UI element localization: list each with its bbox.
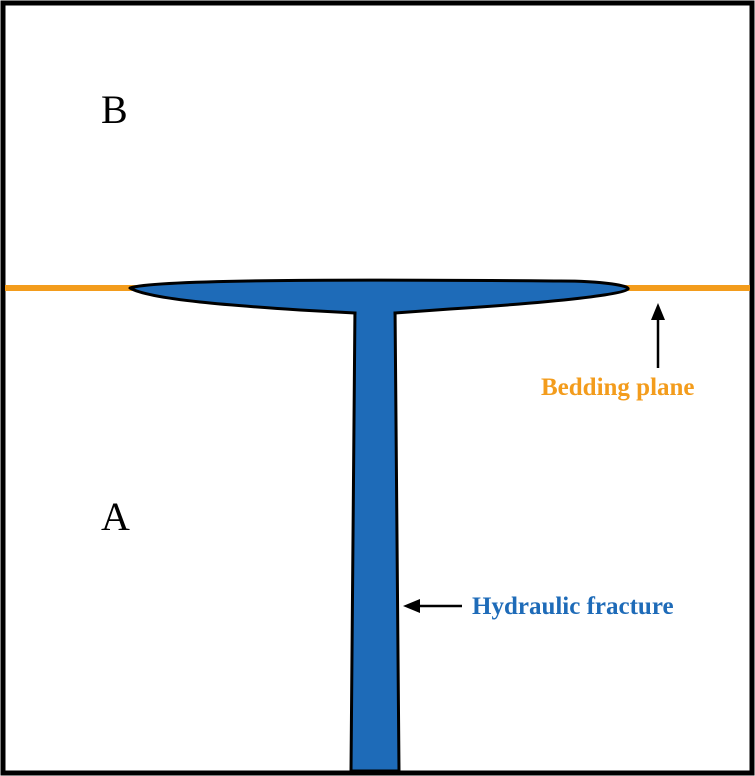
region-label-lower: A — [101, 494, 130, 539]
bedding-plane-fracture-lens — [128, 278, 630, 315]
fracture-junction — [356, 302, 394, 316]
hydraulic-fracture-stem — [349, 303, 401, 773]
hydraulic-fracture-label: Hydraulic fracture — [472, 593, 674, 620]
bedding-plane-arrow — [651, 303, 665, 368]
bedding-plane-label: Bedding plane — [541, 374, 695, 401]
region-label-upper: B — [101, 87, 128, 132]
hydraulic-fracture-arrow — [403, 599, 462, 613]
